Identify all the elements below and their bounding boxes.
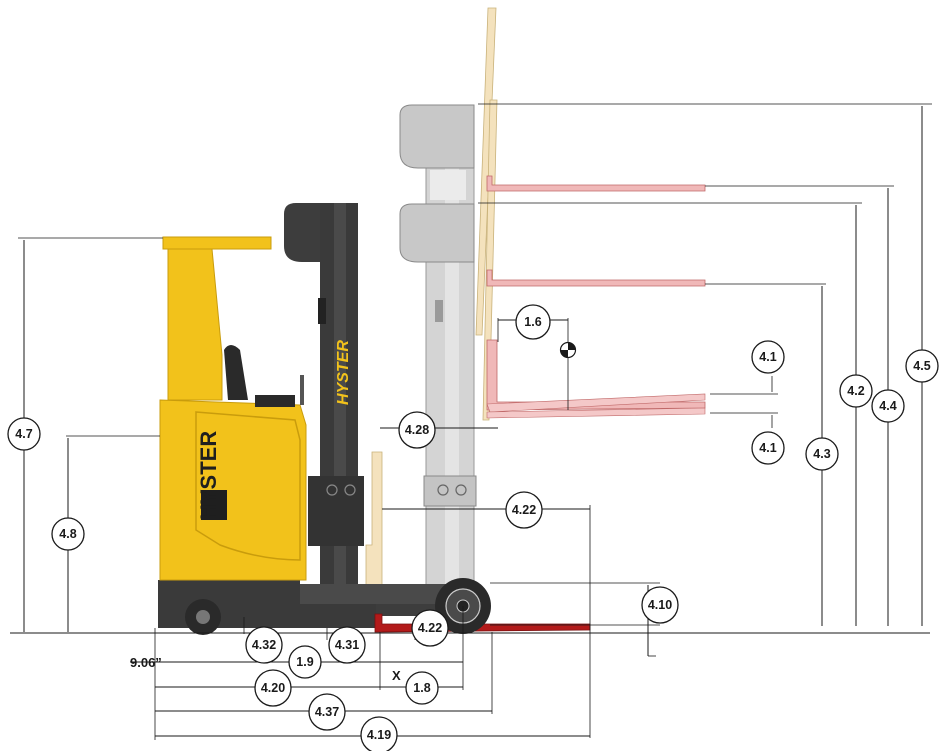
svg-text:4.5: 4.5 (913, 359, 930, 373)
badge-1-9: 1.9 (288, 645, 322, 679)
svg-text:4.8: 4.8 (59, 527, 76, 541)
badge-4-1-top: 4.1 (751, 340, 785, 374)
badge-4-5: 4.5 (905, 349, 939, 383)
dimension-lines (18, 103, 932, 740)
svg-text:4.10: 4.10 (648, 598, 672, 612)
badge-4-31: 4.31 (328, 626, 366, 664)
badge-4-19: 4.19 (360, 716, 398, 754)
svg-text:4.1: 4.1 (759, 441, 776, 455)
badge-4-2: 4.2 (839, 374, 873, 408)
badge-4-22-lower: 4.22 (411, 609, 449, 647)
load-center-icon (559, 341, 577, 410)
svg-text:4.22: 4.22 (512, 503, 536, 517)
badge-4-20: 4.20 (254, 669, 292, 707)
badge-4-4: 4.4 (871, 389, 905, 423)
badge-4-32: 4.32 (245, 626, 283, 664)
svg-text:1.9: 1.9 (296, 655, 313, 669)
svg-text:4.20: 4.20 (261, 681, 285, 695)
x-label: X (392, 668, 401, 683)
svg-text:4.7: 4.7 (15, 427, 32, 441)
truck-body: HYSTER (159, 236, 307, 581)
badge-4-1-bottom: 4.1 (751, 431, 785, 465)
svg-text:4.2: 4.2 (847, 384, 864, 398)
svg-text:4.1: 4.1 (759, 350, 776, 364)
svg-text:4.28: 4.28 (405, 423, 429, 437)
badge-1-8: 1.8 (405, 671, 439, 705)
badge-4-37: 4.37 (308, 693, 346, 731)
svg-text:4.32: 4.32 (252, 638, 276, 652)
mast-brand-text: HYSTER (335, 340, 352, 405)
badge-4-28: 4.28 (398, 411, 436, 449)
badge-4-8: 4.8 (51, 517, 85, 551)
offset-label: 9.06” (130, 655, 162, 670)
svg-text:4.31: 4.31 (335, 638, 359, 652)
svg-text:1.6: 1.6 (524, 315, 541, 329)
svg-text:1.8: 1.8 (413, 681, 430, 695)
body-brand-text: HYSTER (196, 431, 221, 520)
dark-mast: HYSTER (284, 203, 364, 589)
raised-forks (486, 175, 706, 419)
svg-text:4.22: 4.22 (418, 621, 442, 635)
badge-4-7: 4.7 (7, 417, 41, 451)
badge-4-10: 4.10 (641, 586, 679, 624)
svg-text:4.4: 4.4 (879, 399, 896, 413)
badge-4-22-upper: 4.22 (505, 491, 543, 529)
svg-text:4.3: 4.3 (813, 447, 830, 461)
badge-4-3: 4.3 (805, 437, 839, 471)
badge-1-6: 1.6 (515, 304, 551, 340)
svg-text:4.19: 4.19 (367, 728, 391, 742)
lowered-backrest (365, 451, 383, 593)
raised-backrest (475, 7, 498, 421)
svg-text:4.37: 4.37 (315, 705, 339, 719)
light-mast (399, 104, 477, 626)
